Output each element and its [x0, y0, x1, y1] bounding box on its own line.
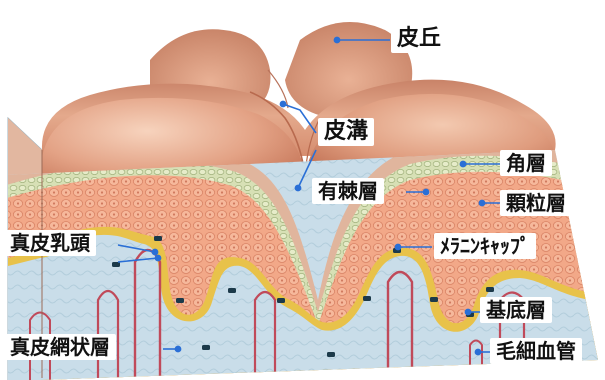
- label-kitei-so: 基底層: [480, 297, 552, 323]
- label-shinpi-momo-so: 真皮網状層: [4, 334, 116, 360]
- label-melanin-cap: ﾒﾗﾆﾝｷｬｯﾌﾟ: [434, 233, 536, 259]
- label-hihi-kyu: 皮丘: [391, 25, 447, 53]
- label-hihi-ko: 皮溝: [318, 118, 374, 146]
- label-mosai-kekkan: 毛細血管: [490, 338, 582, 364]
- label-shinpi-nyuto: 真皮乳頭: [4, 230, 96, 256]
- label-yukyoku-so: 有棘層: [312, 178, 384, 204]
- label-karyu-so: 顆粒層: [500, 190, 572, 216]
- label-kakuso: 角層: [500, 150, 552, 176]
